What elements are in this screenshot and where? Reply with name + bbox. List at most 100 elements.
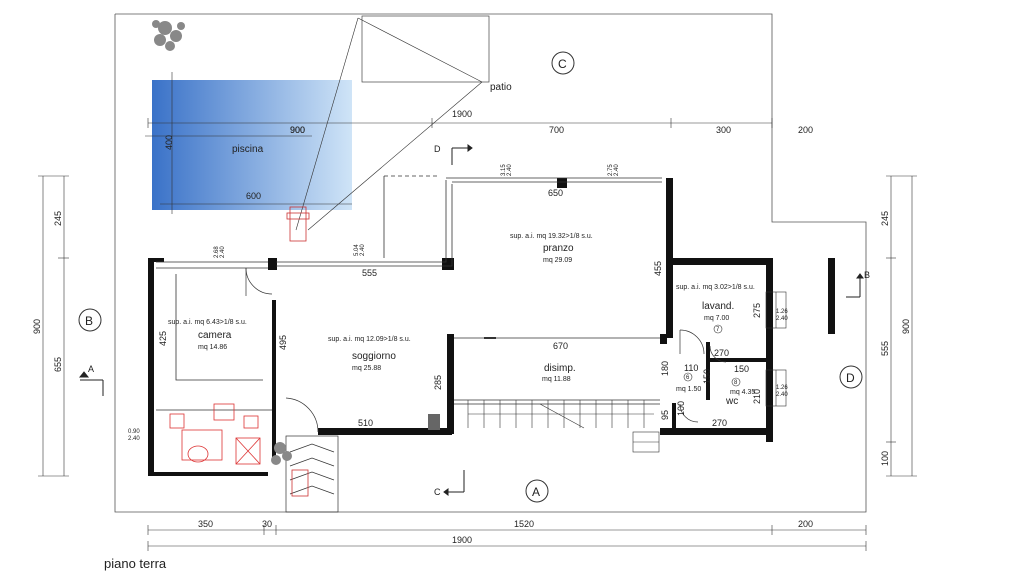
pranzo-sup: sup. a.i. mq 19.32>1/8 s.u. <box>510 233 593 240</box>
win-label-090: 0.90 <box>128 429 140 435</box>
dim-right-total: 900 <box>901 319 911 334</box>
patio-plan <box>361 15 490 83</box>
section-cut-c <box>443 470 465 496</box>
pool-label: piscina <box>232 144 264 155</box>
dim-510: 510 <box>358 418 373 428</box>
thin-walls <box>156 175 662 411</box>
dim-455: 455 <box>653 261 663 276</box>
section-cut-c-label: C <box>434 487 441 497</box>
disimp-area: mq 11.88 <box>542 376 571 383</box>
pool-height-dim: 400 <box>164 135 174 150</box>
dim-left-b: 655 <box>53 357 63 372</box>
r6-area: mq 1.50 <box>676 386 701 393</box>
caption-piano-terra: piano terra <box>104 556 167 571</box>
dim-top-b: 700 <box>549 125 564 135</box>
section-cut-b-label: B <box>864 270 870 280</box>
right-windows <box>632 291 787 453</box>
pool-width-dim: 900 <box>290 125 305 135</box>
soggiorno-sup: sup. a.i. mq 12.09>1/8 s.u. <box>328 336 411 343</box>
dim-left-total: 900 <box>32 319 42 334</box>
section-cut-a <box>78 371 104 396</box>
camera-area: mq 14.86 <box>198 344 227 351</box>
bathroom-fixtures <box>169 403 261 465</box>
dim-100: 100 <box>676 401 686 416</box>
dim-495: 495 <box>278 335 288 350</box>
wc-num: 8 <box>734 380 738 386</box>
dim-555: 555 <box>362 268 377 278</box>
svg-text:D: D <box>846 371 855 385</box>
marker-c: C <box>551 51 575 75</box>
pool <box>152 80 352 210</box>
dim-425: 425 <box>158 331 168 346</box>
dim-top-d: 200 <box>798 125 813 135</box>
soggiorno-name: soggiorno <box>352 351 396 362</box>
dim-670: 670 <box>553 341 568 351</box>
r6-num: 6 <box>686 375 690 381</box>
dim-270a: 270 <box>714 348 729 358</box>
dim-110: 110 <box>684 363 698 373</box>
dim-right-c: 100 <box>880 451 890 466</box>
camera-sup: sup. a.i. mq 6.43>1/8 s.u. <box>168 319 247 326</box>
wc-name: wc <box>725 396 738 407</box>
win-label-240e: 2.40 <box>776 316 788 322</box>
tree-icon <box>152 20 185 51</box>
dim-right-a: 245 <box>880 211 890 226</box>
entry-walkway <box>285 435 339 513</box>
dim-150b: 150 <box>702 369 712 384</box>
svg-text:A: A <box>532 485 540 499</box>
dim-bot-b: 30 <box>262 519 272 529</box>
pool-inner-dim: 600 <box>246 191 261 201</box>
win-label-240b: 2.40 <box>360 244 366 256</box>
lot-boundary <box>114 13 867 513</box>
dim-bot-total: 1900 <box>452 535 472 545</box>
doors <box>245 267 727 433</box>
win-label-240d: 2.40 <box>614 164 620 176</box>
win-label-240g: 2.40 <box>128 436 140 442</box>
svg-text:C: C <box>558 57 567 71</box>
win-label-240c: 2.40 <box>507 164 513 176</box>
dim-bot-d: 200 <box>798 519 813 529</box>
shrub-icon <box>271 442 292 465</box>
lavand-num: 7 <box>716 327 720 333</box>
dim-150a: 150 <box>734 364 749 374</box>
soggiorno-area: mq 25.88 <box>352 365 381 372</box>
stairs <box>467 400 654 429</box>
dim-top-total: 1900 <box>452 109 472 119</box>
dim-270b: 270 <box>712 418 727 428</box>
dim-bot-a: 350 <box>198 519 213 529</box>
dim-95: 95 <box>660 410 670 420</box>
win-label-126b: 1.26 <box>776 385 788 391</box>
dim-275: 275 <box>752 303 762 318</box>
pranzo-name: pranzo <box>543 243 574 254</box>
lavand-area: mq 7.00 <box>704 315 729 322</box>
dim-top-a: 900 <box>290 125 305 135</box>
camera-name: camera <box>198 330 232 341</box>
dim-285: 285 <box>433 375 443 390</box>
disimp-name: disimp. <box>544 363 576 374</box>
win-label-504: 5.04 <box>354 244 360 256</box>
section-cut-b <box>846 273 864 298</box>
pranzo-area: mq 29.09 <box>543 257 572 264</box>
dim-top-c: 300 <box>716 125 731 135</box>
wc-area: mq 4.35 <box>730 389 755 396</box>
dim-left-a: 245 <box>53 211 63 226</box>
win-label-268: 2.68 <box>214 246 220 258</box>
win-label-240a: 2.40 <box>220 246 226 258</box>
lavand-sup: sup. a.i. mq 3.02>1/8 s.u. <box>676 284 755 291</box>
win-label-275: 2.75 <box>608 164 614 176</box>
dim-180: 180 <box>660 361 670 376</box>
dim-right-b: 555 <box>880 341 890 356</box>
win-label-240f: 2.40 <box>776 392 788 398</box>
marker-d: D <box>839 365 863 389</box>
exterior-walls <box>148 178 773 476</box>
section-cut-a-label: A <box>88 364 94 374</box>
patio-label: patio <box>490 82 512 93</box>
marker-b: B <box>78 308 102 332</box>
lavand-name: lavand. <box>702 301 734 312</box>
marker-a: A <box>525 479 549 503</box>
dim-650: 650 <box>548 188 563 198</box>
win-label-126a: 1.26 <box>776 309 788 315</box>
dimension-lines <box>38 118 917 551</box>
